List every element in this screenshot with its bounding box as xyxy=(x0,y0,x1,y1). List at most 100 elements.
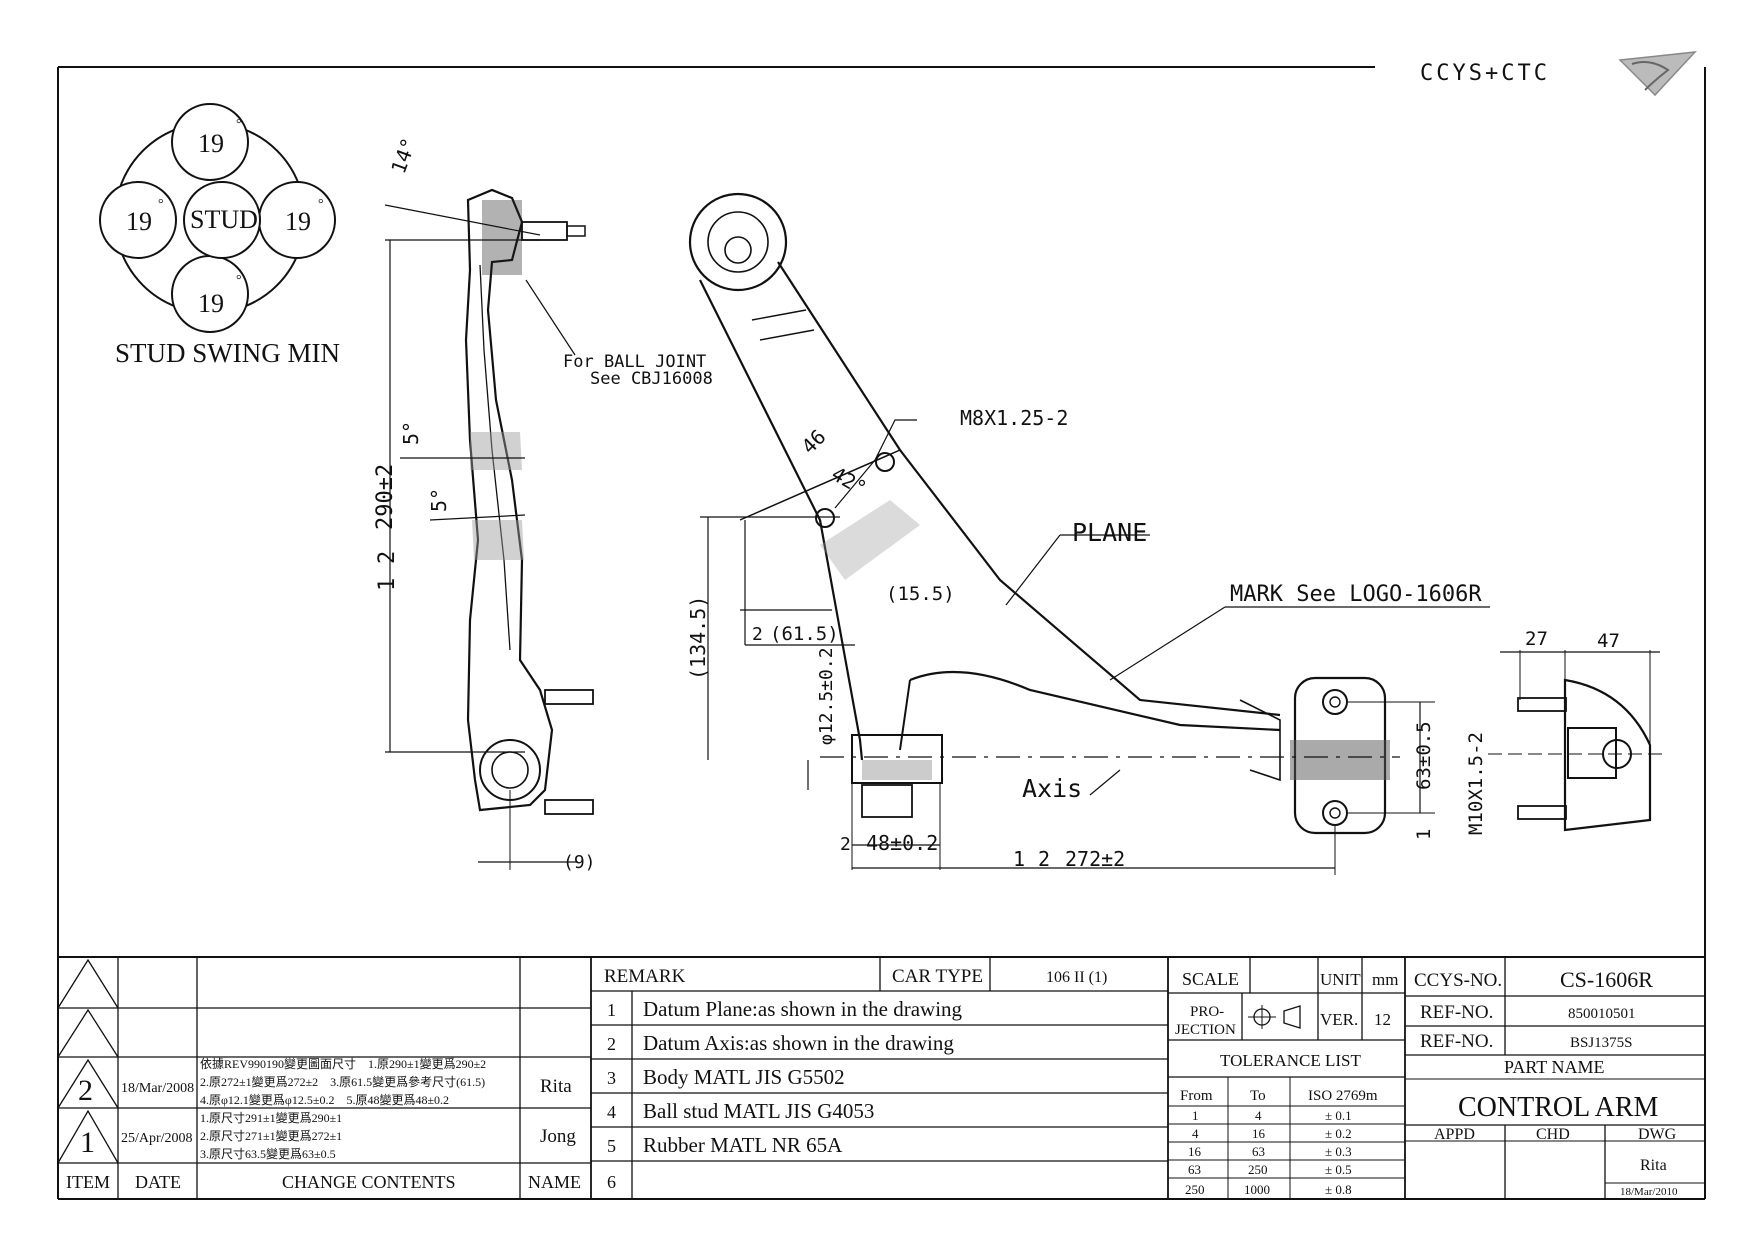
tol-cell: 250 xyxy=(1185,1182,1205,1197)
tol-cell: ± 0.8 xyxy=(1325,1182,1352,1197)
degree-mark: ° xyxy=(158,197,164,212)
tol-cell: 250 xyxy=(1248,1162,1268,1177)
tol-cell: 63 xyxy=(1252,1144,1265,1159)
tol-cell: 4 xyxy=(1192,1126,1199,1141)
ccys-no-label: CCYS-NO. xyxy=(1414,970,1502,991)
degree-mark: ° xyxy=(236,117,242,132)
datum-1-side: 1 xyxy=(375,578,400,591)
appd-label: APPD xyxy=(1434,1126,1475,1143)
logo-mark-callout: MARK See LOGO-1606R xyxy=(1230,582,1482,607)
part-name-label: PART NAME xyxy=(1504,1057,1604,1077)
remark-no: 2 xyxy=(607,1034,616,1054)
thread-m10-callout: M10X1.5-2 xyxy=(1465,732,1487,835)
datum-2-side: 2 xyxy=(375,551,400,564)
rev-header-name: NAME xyxy=(528,1172,581,1192)
ball-joint-ref: See CBJ16008 xyxy=(590,369,713,389)
rev-date-2: 18/Mar/2008 xyxy=(121,1081,194,1096)
ref-no-label: REF-NO. xyxy=(1420,1002,1493,1023)
rev-content-2-line3: 4.原φ12.1變更爲φ12.5±0.2 5.原48變更爲48±0.2 xyxy=(200,1092,449,1107)
side-angle-5a: 5° xyxy=(399,421,423,445)
remarks-table: REMARK CAR TYPE 106 II (1) 1 Datum Plane… xyxy=(591,957,1169,1199)
datum-1-272: 1 xyxy=(1013,847,1025,871)
projection-label-2: JECTION xyxy=(1175,1022,1236,1038)
rev-item-1: 1 xyxy=(80,1126,95,1159)
rev-content-1-line2: 2.原尺寸271±1變更爲272±1 xyxy=(200,1128,342,1143)
rev-header-date: DATE xyxy=(135,1172,181,1192)
tol-header-to: To xyxy=(1250,1088,1266,1104)
side-view: 14° 5° 5° 290±2 1 2 For BALL JOINT See C… xyxy=(373,135,713,873)
chd-label: CHD xyxy=(1536,1126,1570,1143)
version-value: 12 xyxy=(1374,1010,1391,1029)
stud-swing-caption: STUD SWING MIN xyxy=(115,338,340,368)
tol-cell: 16 xyxy=(1188,1144,1202,1159)
tol-cell: 1000 xyxy=(1244,1182,1270,1197)
stud-center-label: STUD xyxy=(190,205,258,234)
car-type-label: CAR TYPE xyxy=(892,966,983,987)
swing-left-value: 19 xyxy=(126,207,152,236)
remark-text: Datum Axis:as shown in the drawing xyxy=(643,1031,954,1055)
rev-item-2: 2 xyxy=(78,1074,93,1107)
version-label: VER. xyxy=(1320,1010,1358,1029)
dim-15-5: (15.5) xyxy=(886,583,955,605)
logo-text: CCYS+CTC xyxy=(1420,61,1550,86)
drawing-date: 18/Mar/2010 xyxy=(1620,1186,1678,1198)
tol-cell: 63 xyxy=(1188,1162,1201,1177)
dim-63: 63±0.5 xyxy=(1413,721,1435,790)
tol-cell: ± 0.3 xyxy=(1325,1144,1352,1159)
remark-no: 3 xyxy=(607,1068,616,1088)
dim-27: 27 xyxy=(1525,628,1548,650)
tol-cell: 1 xyxy=(1192,1108,1199,1123)
remark-header: REMARK xyxy=(604,966,686,987)
side-dim-9: (9) xyxy=(563,852,596,873)
tol-header-from: From xyxy=(1180,1088,1213,1104)
ball-joint-note: For BALL JOINT xyxy=(563,352,706,372)
angle-42: 42° xyxy=(828,462,871,501)
remark-text: Body MATL JIS G5502 xyxy=(643,1065,845,1089)
rev-name-2: Rita xyxy=(540,1076,572,1097)
tol-cell: ± 0.2 xyxy=(1325,1126,1352,1141)
title-block: 2 18/Mar/2008 依據REV990190變更圖面尺寸 1.原290±1… xyxy=(57,956,1705,1199)
unit-label: UNIT xyxy=(1320,970,1361,989)
degree-mark: ° xyxy=(318,197,324,212)
end-view: 27 47 xyxy=(1488,628,1665,832)
datum-2-plan: 2 xyxy=(752,624,763,645)
rev-content-1-line1: 1.原尺寸291±1變更爲290±1 xyxy=(200,1110,342,1125)
ref-no-value-2: BSJ1375S xyxy=(1570,1035,1633,1051)
dim-134-5: (134.5) xyxy=(686,596,710,680)
dim-61-5: (61.5) xyxy=(770,623,839,645)
rev-header-item: ITEM xyxy=(66,1172,110,1192)
dim-48: 48±0.2 xyxy=(866,831,938,855)
unit-value: mm xyxy=(1372,970,1398,989)
stud-swing-diagram: 19 19 19 19 ° ° ° ° STUD STUD SWING MIN xyxy=(99,103,340,368)
rev-date-1: 25/Apr/2008 xyxy=(121,1131,193,1146)
remark-no: 5 xyxy=(607,1136,616,1156)
swing-bottom-value: 19 xyxy=(198,289,224,318)
car-type-value: 106 II (1) xyxy=(1046,969,1107,986)
datum-2-272: 2 xyxy=(1038,847,1050,871)
remark-text: Ball stud MATL JIS G4053 xyxy=(643,1099,874,1123)
rev-content-1-line3: 3.原尺寸63.5變更爲63±0.5 xyxy=(200,1146,336,1161)
part-info-block: CCYS-NO. CS-1606R REF-NO. 850010501 REF-… xyxy=(1405,957,1705,1199)
swing-top-value: 19 xyxy=(198,129,224,158)
tol-cell: ± 0.1 xyxy=(1325,1108,1352,1123)
plane-label: PLANE xyxy=(1072,518,1147,547)
ccys-no-value: CS-1606R xyxy=(1560,967,1653,992)
scale-tolerance-block: SCALE UNIT mm PRO- JECTION VER. 12 TOLER… xyxy=(1168,957,1406,1199)
drawn-by-value: Rita xyxy=(1640,1157,1667,1174)
remark-no: 6 xyxy=(607,1172,616,1192)
company-logo: CCYS+CTC xyxy=(1420,51,1697,97)
datum-1-63: 1 xyxy=(1413,829,1435,840)
rev-header-contents: CHANGE CONTENTS xyxy=(282,1172,456,1192)
plan-view: M8X1.25-2 46 42° PLANE MARK See LOGO-160… xyxy=(686,192,1490,875)
part-name-value: CONTROL ARM xyxy=(1458,1092,1659,1123)
degree-mark: ° xyxy=(236,273,242,288)
projection-label-1: PRO- xyxy=(1190,1004,1224,1020)
sheet-border xyxy=(57,66,1706,1200)
tol-cell: 4 xyxy=(1255,1108,1262,1123)
side-length-dim: 290±2 xyxy=(373,464,398,530)
remark-no: 1 xyxy=(607,1000,616,1020)
tol-cell: 16 xyxy=(1252,1126,1266,1141)
ref-no-value: 850010501 xyxy=(1568,1006,1636,1022)
